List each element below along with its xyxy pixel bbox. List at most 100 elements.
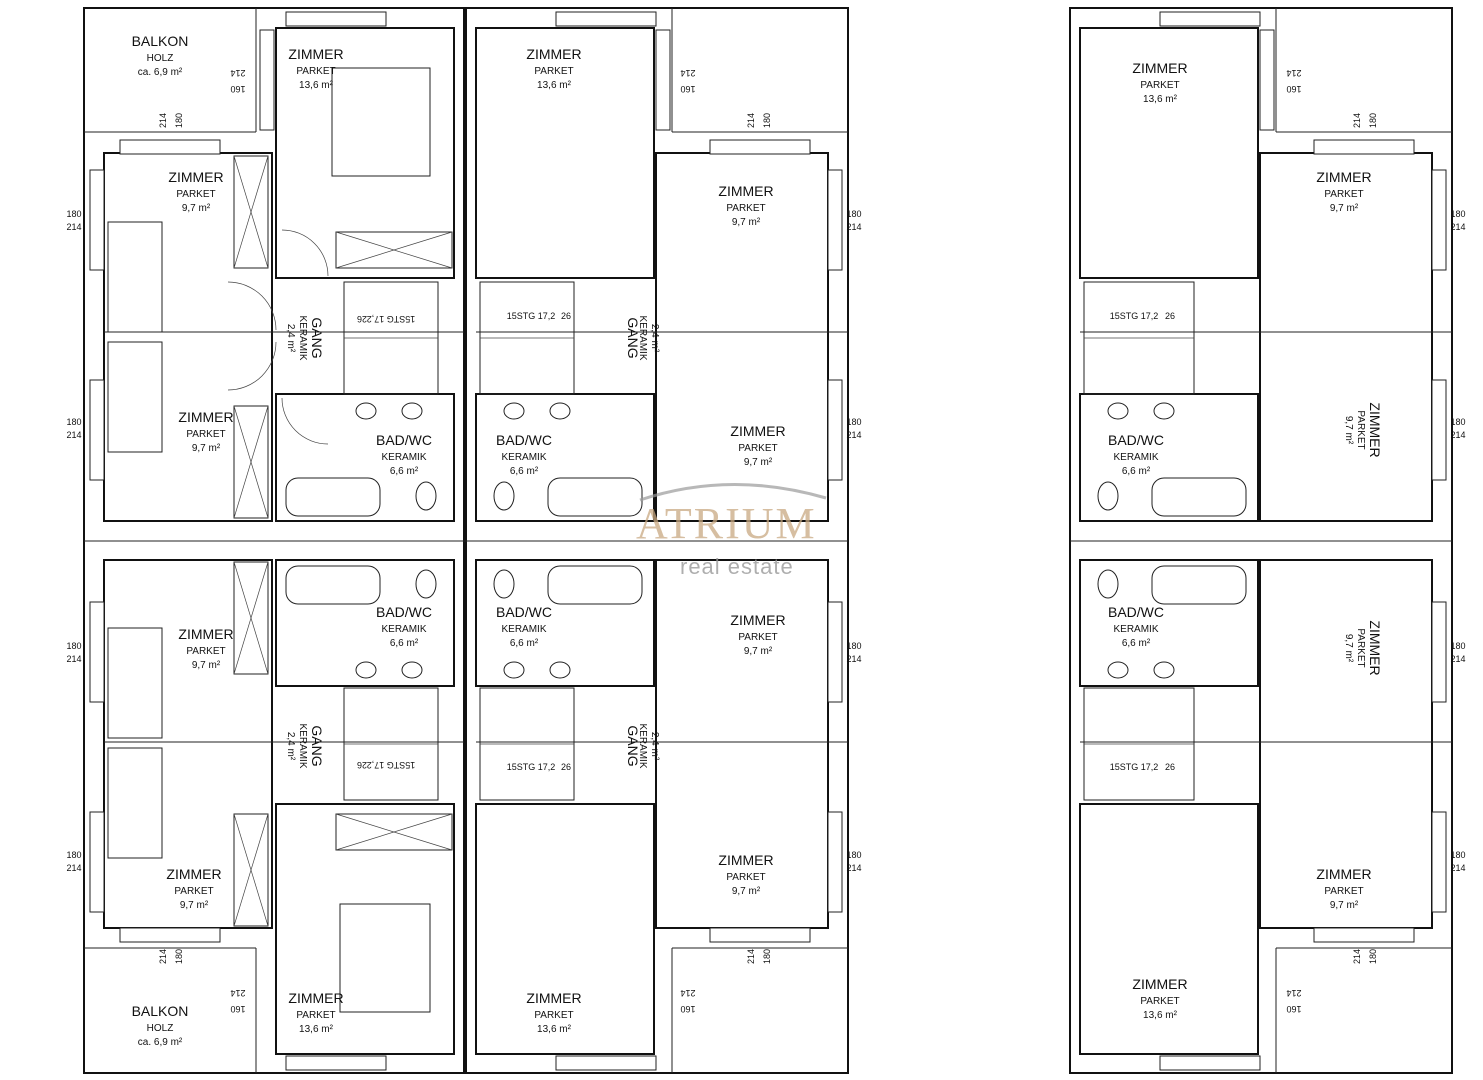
room-name: ZIMMER xyxy=(166,866,221,882)
room-area: 13,6 m² xyxy=(537,1024,572,1035)
dim-label: 214 xyxy=(66,654,81,664)
stair-label: 15STG 17,2 xyxy=(367,314,416,324)
room-name: ZIMMER xyxy=(718,183,773,199)
dim-label: 180 xyxy=(1450,850,1465,860)
room-floor: PARKET xyxy=(1355,628,1366,667)
dim-label: 214 xyxy=(1352,949,1362,964)
room-area: 9,7 m² xyxy=(182,203,211,214)
dim-label: 180 xyxy=(846,209,861,219)
dim-label: 160 xyxy=(680,1004,695,1014)
dim-label: 180 xyxy=(66,209,81,219)
room-area: 9,7 m² xyxy=(192,443,221,454)
dim-label: 214 xyxy=(846,863,861,873)
bad-area: 6,6 m² xyxy=(390,638,419,649)
dim-label: 160 xyxy=(230,1004,245,1014)
room-name: ZIMMER xyxy=(178,409,233,425)
room-name: ZIMMER xyxy=(526,46,581,62)
dim-label: 160 xyxy=(680,84,695,94)
room-area: 13,6 m² xyxy=(1143,94,1178,105)
gang-area: 2,4 m² xyxy=(649,732,660,761)
dimension-labels: 180 214 180 214 180 214 180 214 180 214 … xyxy=(66,68,1465,1014)
stair-tread: 26 xyxy=(561,311,571,321)
dim-label: 160 xyxy=(1286,1004,1301,1014)
room-floor: PARKET xyxy=(296,1010,335,1021)
zimmer-room-a2 xyxy=(275,27,455,279)
dim-label: 214 xyxy=(1286,988,1301,998)
bad-name: BAD/WC xyxy=(376,432,432,448)
gang-floor: KERAMIK xyxy=(297,723,308,768)
dim-label: 180 xyxy=(1368,949,1378,964)
dim-label: 214 xyxy=(1450,222,1465,232)
dim-label: 214 xyxy=(158,949,168,964)
dim-label: 214 xyxy=(158,113,168,128)
dim-label: 214 xyxy=(846,654,861,664)
room-area: 9,7 m² xyxy=(732,217,761,228)
bad-floor: KERAMIK xyxy=(501,624,546,635)
dim-label: 180 xyxy=(1450,641,1465,651)
room-name: ZIMMER xyxy=(718,852,773,868)
room-name: ZIMMER xyxy=(730,423,785,439)
room-name: ZIMMER xyxy=(1132,60,1187,76)
gang-floor: KERAMIK xyxy=(297,315,308,360)
balkon-label: BALKON xyxy=(132,1003,189,1019)
dim-label: 214 xyxy=(846,430,861,440)
room-area: 13,6 m² xyxy=(299,1024,334,1035)
bad-area: 6,6 m² xyxy=(510,638,539,649)
stair-tread: 26 xyxy=(561,762,571,772)
room-name: ZIMMER xyxy=(1316,866,1371,882)
dim-label: 180 xyxy=(66,850,81,860)
room-name: ZIMMER xyxy=(526,990,581,1006)
bad-floor: KERAMIK xyxy=(1113,452,1158,463)
bad-area: 6,6 m² xyxy=(510,466,539,477)
stair-label: 15STG 17,2 xyxy=(507,311,556,321)
room-name: ZIMMER xyxy=(1316,169,1371,185)
room-floor: PARKET xyxy=(534,66,573,77)
room-floor: PARKET xyxy=(738,443,777,454)
room-area: 9,7 m² xyxy=(1330,203,1359,214)
room-floor: PARKET xyxy=(186,429,225,440)
room-name: ZIMMER xyxy=(1132,976,1187,992)
room-area: 13,6 m² xyxy=(299,80,334,91)
bad-area: 6,6 m² xyxy=(390,466,419,477)
balkon-material: HOLZ xyxy=(147,1023,174,1034)
room-floor: PARKET xyxy=(1140,80,1179,91)
balkon-material: HOLZ xyxy=(147,53,174,64)
room-floor: PARKET xyxy=(296,66,335,77)
room-name: ZIMMER xyxy=(168,169,223,185)
room-name: ZIMMER xyxy=(1367,620,1383,675)
dim-label: 180 xyxy=(762,949,772,964)
dim-label: 180 xyxy=(66,641,81,651)
bad-area: 6,6 m² xyxy=(1122,638,1151,649)
stair-label: 15STG 17,2 xyxy=(1110,311,1159,321)
room-floor: PARKET xyxy=(1140,996,1179,1007)
dim-label: 180 xyxy=(846,850,861,860)
dim-label: 214 xyxy=(230,988,245,998)
dim-label: 214 xyxy=(1450,430,1465,440)
stair-tread: 26 xyxy=(1165,311,1175,321)
stair-label: 15STG 17,2 xyxy=(1110,762,1159,772)
room-floor: PARKET xyxy=(738,632,777,643)
dim-label: 214 xyxy=(66,430,81,440)
stair-label: 15STG 17,2 xyxy=(507,762,556,772)
stair-tread: 26 xyxy=(357,760,367,770)
dim-label: 214 xyxy=(66,222,81,232)
dim-label: 214 xyxy=(230,68,245,78)
gang-area: 2,4 m² xyxy=(285,732,296,761)
room-floor: PARKET xyxy=(1355,410,1366,449)
dim-label: 214 xyxy=(1450,654,1465,664)
room-area: 13,6 m² xyxy=(537,80,572,91)
room-name: ZIMMER xyxy=(178,626,233,642)
room-name: ZIMMER xyxy=(288,990,343,1006)
room-floor: PARKET xyxy=(1324,189,1363,200)
bad-room-a xyxy=(275,393,455,522)
bad-floor: KERAMIK xyxy=(501,452,546,463)
dim-label: 180 xyxy=(174,949,184,964)
dim-label: 214 xyxy=(746,113,756,128)
dim-label: 180 xyxy=(1450,417,1465,427)
room-area: 9,7 m² xyxy=(180,900,209,911)
dim-label: 214 xyxy=(680,988,695,998)
room-floor: PARKET xyxy=(726,203,765,214)
dim-label: 214 xyxy=(1352,113,1362,128)
bad-floor: KERAMIK xyxy=(381,452,426,463)
room-area: 9,7 m² xyxy=(1343,634,1354,663)
